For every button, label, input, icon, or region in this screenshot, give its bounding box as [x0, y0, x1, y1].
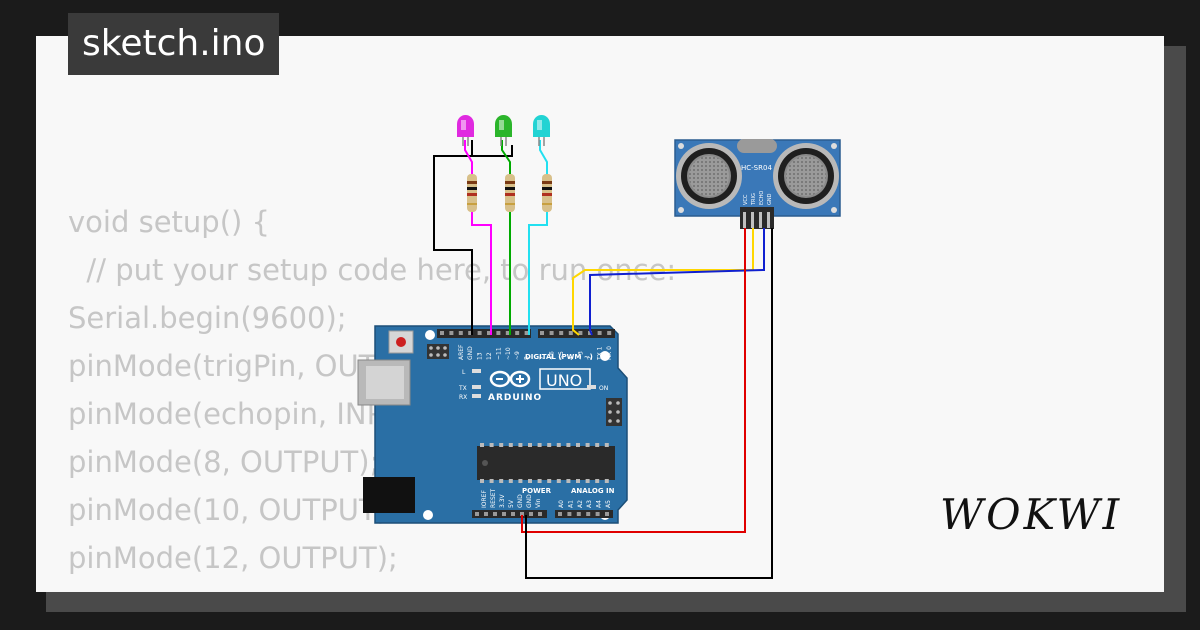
power-header [472, 510, 547, 518]
digital-header-left [437, 329, 531, 338]
atmega-chip [477, 446, 615, 480]
pin-label: 7 [539, 356, 546, 360]
pin-label: A4 [596, 500, 603, 508]
analog-label: ANALOG IN [571, 487, 615, 495]
pin-label: TX 1 [597, 346, 604, 361]
l-led [472, 369, 481, 373]
pin-label: RX 0 [606, 346, 613, 360]
on-led [587, 385, 596, 389]
code-line: pinMode(8, OUTPUT); [68, 445, 380, 479]
pin-label: A0 [558, 500, 565, 508]
resistor-2 [505, 174, 515, 212]
board-maker: ARDUINO [488, 393, 542, 403]
wire-pin8 [528, 210, 548, 335]
wire-trig [572, 228, 754, 336]
resistor-1 [467, 174, 477, 212]
pin-label: IOREF [481, 490, 488, 508]
pin-label: ~6 [549, 351, 556, 360]
analog-header [555, 510, 613, 518]
code-line: } [68, 582, 676, 592]
project-card[interactable]: void setup() { // put your setup code he… [36, 36, 1164, 592]
l-led-label: L [462, 369, 466, 376]
code-line: void setup() { [68, 205, 270, 239]
pin-label: 12 [486, 352, 493, 360]
pin-label: 8 [524, 356, 531, 360]
transducer-left [676, 143, 742, 209]
pin-label: ~9 [514, 351, 521, 360]
digital-label: DIGITAL (PWM ~) [525, 353, 593, 361]
pin-label: A3 [586, 500, 593, 508]
board-model: UNO [546, 371, 582, 390]
sketch-title: sketch.ino [68, 13, 280, 75]
pin-label: RESET [490, 488, 497, 508]
pin-label: 2 [587, 356, 594, 360]
wire-echo [589, 228, 765, 336]
sensor-header [740, 207, 774, 229]
wire-gnd-leds [433, 145, 513, 335]
transducer-right [773, 143, 839, 209]
wire-pin12 [471, 210, 492, 335]
arduino-logo [489, 370, 531, 388]
led-3 [533, 115, 550, 146]
pin-label: 13 [477, 352, 484, 360]
pin-label: 5V [508, 499, 515, 508]
sensor-pin-label: VCC [743, 194, 749, 205]
pin-label: A2 [577, 500, 584, 508]
pin-label: ~5 [558, 351, 565, 360]
wire-vcc [521, 228, 746, 533]
pin-label: Vin [535, 498, 542, 508]
pin-label: A5 [605, 500, 612, 508]
on-led-label: ON [599, 385, 608, 392]
led-1 [457, 115, 474, 146]
pin-label: ~10 [505, 347, 512, 360]
tx-led-label: TX [458, 385, 467, 392]
pin-label: 3.3V [499, 493, 506, 508]
pin-label: ~11 [495, 347, 502, 360]
pin-label: 4 [568, 356, 575, 360]
code-line: pinMode(12, OUTPUT); [68, 541, 398, 575]
wire-gnd-sensor [525, 228, 773, 579]
led-2 [495, 115, 512, 146]
pin-label: GND [526, 494, 533, 508]
sensor-pin-label: GND [767, 193, 773, 205]
sensor-pin-label: ECHO [759, 191, 765, 205]
sensor-name: HC-SR04 [741, 164, 772, 172]
pin-label: GND [467, 346, 474, 360]
wire-led3-anode [539, 140, 548, 175]
pin-label: AREF [458, 344, 465, 360]
pin-label: A1 [567, 500, 574, 508]
code-line: Serial.begin(9600); [68, 301, 347, 335]
wokwi-logo: WOKWI [940, 490, 1123, 539]
resistor-3 [542, 174, 552, 212]
power-label: POWER [522, 487, 552, 495]
sensor-pin-label: TRIG [751, 193, 757, 206]
rx-led-label: RX [459, 394, 467, 401]
wires [433, 140, 773, 579]
wire-led1-anode [464, 140, 473, 175]
pin-label: ~3 [577, 351, 584, 360]
wire-led2-anode [501, 140, 511, 175]
pin-label: GND [517, 494, 524, 508]
power-jack [363, 477, 415, 513]
